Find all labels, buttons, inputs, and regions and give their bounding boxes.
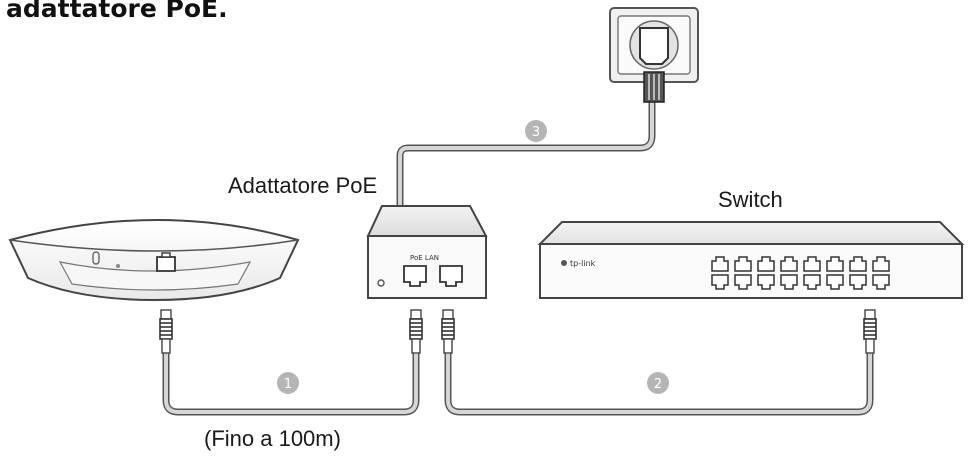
ethernet-cable-adapter-to-switch — [441, 309, 877, 416]
switch-brand-label: tp-link — [570, 259, 596, 268]
switch-label: Switch — [718, 187, 783, 212]
ethernet-cable-ap-to-adapter — [159, 309, 423, 416]
network-switch-icon: tp-link — [537, 221, 965, 299]
power-cable — [396, 96, 656, 212]
access-point-icon — [8, 219, 300, 302]
intro-text: adattatore PoE. — [6, 0, 228, 23]
step-number-2: 2 — [654, 377, 662, 392]
poe-lan-port-label: PoE LAN — [410, 254, 439, 262]
step-badge-1: 1 — [277, 372, 299, 394]
step-badge-2: 2 — [647, 372, 669, 394]
adapter-label: Adattatore PoE — [228, 173, 378, 198]
wall-socket-icon — [609, 7, 699, 103]
poe-adapter-icon: PoE LAN — [366, 205, 488, 299]
distance-label: (Fino a 100m) — [204, 426, 341, 451]
step-badge-3: 3 — [525, 120, 547, 142]
step-number-1: 1 — [284, 377, 292, 392]
step-number-3: 3 — [532, 125, 540, 140]
